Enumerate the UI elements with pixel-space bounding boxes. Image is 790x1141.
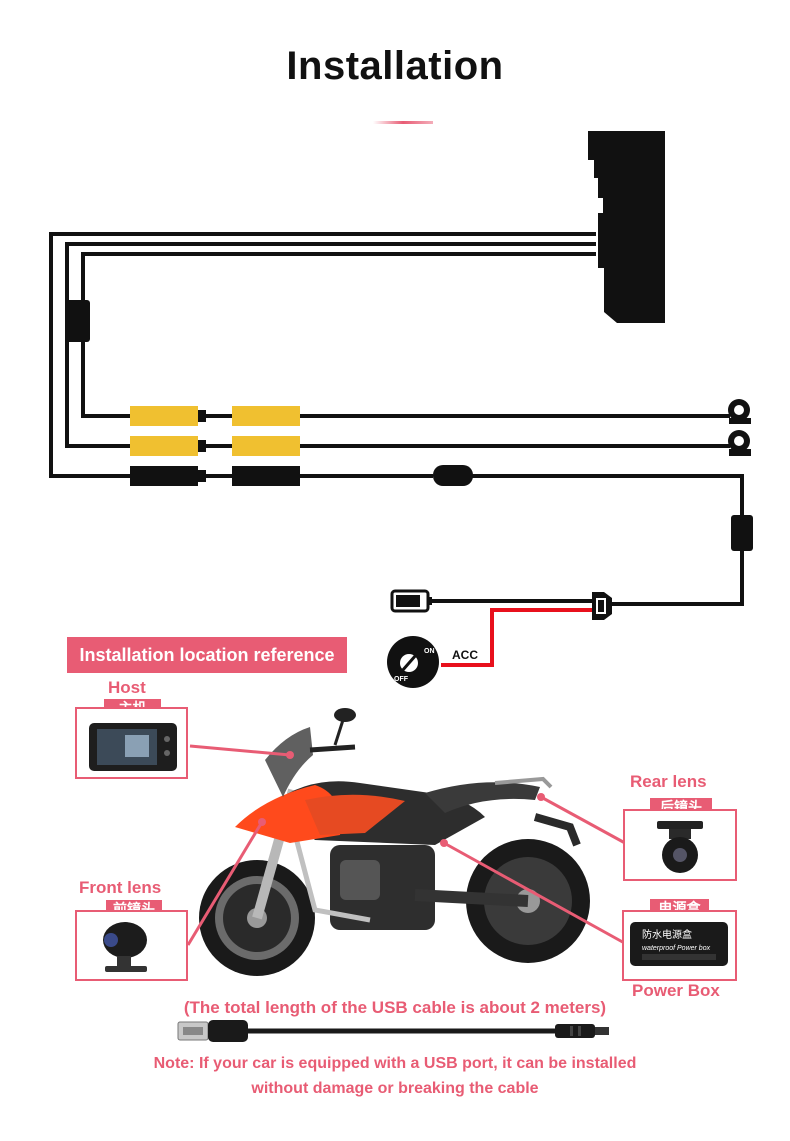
switch-on-label: ON (424, 648, 435, 655)
title-accent-line (373, 121, 433, 124)
note-line-2: without damage or breaking the cable (251, 1080, 539, 1097)
connector-front-right (232, 436, 300, 456)
connector-rear-right (232, 406, 300, 426)
ignition-switch-icon: ON OFF (387, 636, 439, 688)
switch-off-label: OFF (394, 676, 409, 683)
cable-front (65, 242, 596, 448)
reference-pointers (186, 744, 629, 947)
front-camera-icon (728, 430, 751, 456)
reference-label: Installation location reference (67, 637, 347, 673)
power-module (731, 515, 753, 551)
rear-lens-title: Rear lens (630, 772, 707, 791)
rear-lens-panel (623, 809, 737, 881)
connector-front-left (130, 436, 198, 456)
connector-power-right (232, 466, 300, 486)
usb-length-text: (The total length of the USB cable is ab… (183, 998, 607, 1017)
host-title: Host (108, 678, 146, 697)
rear-camera-icon (728, 399, 751, 424)
wiring-diagram: ON OFF ACC (49, 131, 753, 688)
host-device (588, 131, 665, 323)
motorcycle-image (199, 708, 590, 976)
power-box-icon: 防水电源盒 waterproof Power box (630, 922, 728, 966)
connector-rear-left (130, 406, 198, 426)
power-box-panel: 防水电源盒 waterproof Power box (622, 910, 737, 981)
rear-lens-camera-icon (657, 821, 703, 873)
page-title: Installation (286, 44, 504, 88)
front-lens-panel (75, 910, 188, 981)
power-box-cn-print: 防水电源盒 (642, 928, 692, 941)
battery-icon (390, 589, 432, 613)
inline-filter (433, 465, 473, 486)
acc-label: ACC (452, 648, 478, 662)
power-box-title: Power Box (632, 981, 720, 1000)
cable-ferrite (66, 300, 90, 342)
host-device-icon (89, 723, 177, 771)
usb-cable-image (177, 1020, 609, 1042)
connector-power-left (130, 466, 198, 486)
front-lens-camera-icon (103, 922, 147, 972)
acc-wire (441, 608, 594, 667)
power-box-en-print: waterproof Power box (642, 945, 711, 952)
front-lens-title: Front lens (79, 878, 162, 897)
note-line-1: Note: If your car is equipped with a USB… (153, 1055, 637, 1072)
host-panel (75, 707, 188, 779)
